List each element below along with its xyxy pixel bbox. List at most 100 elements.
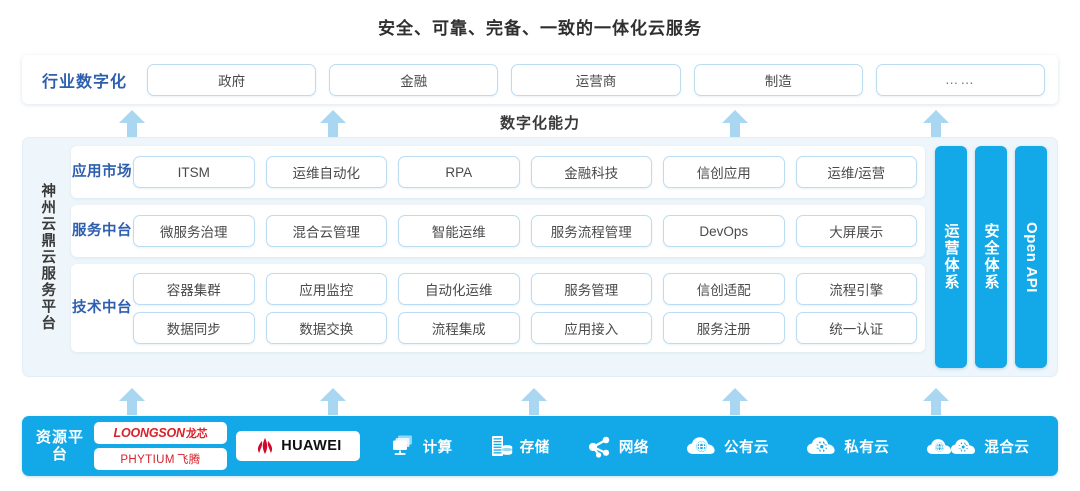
- vendor-huawei[interactable]: HUAWEI: [236, 431, 360, 461]
- resource-item-label: 私有云: [844, 439, 890, 456]
- arrow-shaft: [931, 121, 941, 137]
- capability-app-monitoring[interactable]: 应用监控: [265, 272, 387, 305]
- capability-caption: 数字化能力: [499, 115, 580, 132]
- arrow-head: [521, 388, 547, 401]
- resource-item-network[interactable]: 网络: [587, 434, 649, 458]
- capability-microservice-governance[interactable]: 微服务治理: [133, 215, 255, 247]
- layer-label-app-market: 应用市场: [72, 163, 132, 180]
- resource-item-storage[interactable]: 存储: [490, 434, 550, 458]
- capability-devops[interactable]: DevOps: [663, 215, 785, 247]
- industry-item-telecom[interactable]: 运营商: [511, 63, 681, 96]
- capability-xinchuang-adaptation[interactable]: 信创适配: [663, 272, 785, 305]
- cloud-service-platform-panel: 神州云鼎云服务平台 应用市场 ITSM 运维自动化 RPA 金融科技 信创应用 …: [22, 137, 1058, 377]
- resource-platform-label: 资源平台: [35, 428, 84, 463]
- phytium-latin: PHYTIUM: [120, 454, 175, 466]
- capability-aiops[interactable]: 智能运维: [398, 215, 520, 247]
- capability-automated-ops[interactable]: 自动化运维: [398, 272, 520, 305]
- resource-item-compute[interactable]: 计算: [391, 434, 453, 458]
- capability-ops-operations[interactable]: 运维/运营: [795, 156, 917, 188]
- capability-rpa[interactable]: RPA: [398, 156, 520, 188]
- capability-big-screen-display[interactable]: 大屏展示: [795, 215, 917, 247]
- industry-item-government[interactable]: 政府: [147, 63, 317, 96]
- storage-icon: [491, 436, 512, 456]
- layer-tech-platform: 技术中台 容器集群 应用监控 自动化运维 服务管理 信创适配 流程引擎 数据同步: [71, 264, 925, 352]
- resource-item-label: 网络: [618, 439, 649, 456]
- up-arrow-icon: [923, 388, 949, 415]
- capability-service-registry[interactable]: 服务注册: [663, 311, 785, 344]
- resource-item-label: 混合云: [984, 439, 1030, 456]
- industry-item-finance[interactable]: 金融: [329, 63, 499, 96]
- capability-xinchuang-app[interactable]: 信创应用: [663, 156, 785, 188]
- arrow-shaft: [730, 121, 740, 137]
- arrow-head: [923, 110, 949, 123]
- capability-itsm[interactable]: ITSM: [133, 156, 255, 188]
- huawei-wordmark: HUAWEI: [281, 438, 342, 454]
- up-arrow-icon: [722, 388, 748, 415]
- capability-service-mgmt[interactable]: 服务管理: [530, 272, 652, 305]
- capability-service-process-mgmt[interactable]: 服务流程管理: [530, 215, 652, 247]
- side-bar-open-api-label: Open API: [1022, 221, 1040, 293]
- layer-rows-app-market: ITSM 运维自动化 RPA 金融科技 信创应用 运维/运营: [133, 156, 917, 188]
- capability-unified-auth[interactable]: 统一认证: [795, 311, 917, 344]
- huawei-flower-icon: [258, 437, 273, 455]
- arrow-shaft: [328, 121, 338, 137]
- resource-item-label: 存储: [519, 439, 550, 456]
- side-bar-security-system[interactable]: 安全体系: [975, 146, 1007, 368]
- layer-label-service-platform: 服务中台: [72, 222, 132, 239]
- capability-fintech[interactable]: 金融科技: [530, 156, 652, 188]
- public-cloud-icon: [687, 437, 715, 454]
- capability-container-cluster[interactable]: 容器集群: [133, 272, 255, 305]
- arrow-head: [320, 388, 346, 401]
- capability-process-integration[interactable]: 流程集成: [398, 311, 520, 344]
- layer-label-tech-platform: 技术中台: [72, 299, 132, 316]
- up-arrow-icon: [521, 388, 547, 415]
- industry-item-manufacturing[interactable]: 制造: [693, 63, 863, 96]
- layer-rows-tech-platform: 容器集群 应用监控 自动化运维 服务管理 信创适配 流程引擎 数据同步 数据交换…: [133, 272, 917, 344]
- loongson-cn: 龙芯: [185, 428, 208, 440]
- arrow-shaft: [127, 399, 137, 415]
- capability-data-sync[interactable]: 数据同步: [133, 311, 255, 344]
- industry-item-list: 政府 金融 运营商 制造 ……: [147, 63, 1058, 96]
- platform-vertical-label: 神州云鼎云服务平台: [39, 182, 56, 332]
- arrow-shaft: [127, 121, 137, 137]
- capability-process-engine[interactable]: 流程引擎: [795, 272, 917, 305]
- industry-band: 行业数字化 政府 金融 运营商 制造 ……: [22, 55, 1058, 104]
- arrow-head: [722, 388, 748, 401]
- industry-item-more[interactable]: ……: [875, 63, 1046, 96]
- phytium-cn: 飞腾: [176, 454, 201, 466]
- arrow-head: [119, 388, 145, 401]
- up-arrow-icon: [320, 388, 346, 415]
- arrow-head: [722, 110, 748, 123]
- layer-row: 容器集群 应用监控 自动化运维 服务管理 信创适配 流程引擎: [133, 272, 917, 305]
- resource-item-public-cloud[interactable]: 公有云: [686, 435, 769, 457]
- layer-row: 微服务治理 混合云管理 智能运维 服务流程管理 DevOps 大屏展示: [133, 215, 917, 247]
- layer-stack: 应用市场 ITSM 运维自动化 RPA 金融科技 信创应用 运维/运营: [71, 146, 925, 368]
- resource-item-label: 计算: [422, 439, 453, 456]
- up-arrow-icon: [923, 110, 949, 137]
- network-icon: [588, 436, 610, 458]
- resource-item-private-cloud[interactable]: 私有云: [806, 435, 889, 457]
- layer-row: 数据同步 数据交换 流程集成 应用接入 服务注册 统一认证: [133, 311, 917, 344]
- resource-item-label: 公有云: [724, 439, 770, 456]
- side-bar-operations-system[interactable]: 运营体系: [935, 146, 967, 368]
- hybrid-cloud-icon: [927, 439, 976, 454]
- industry-band-label: 行业数字化: [41, 73, 127, 91]
- capability-hybrid-cloud-mgmt[interactable]: 混合云管理: [265, 215, 387, 247]
- layer-rows-service-platform: 微服务治理 混合云管理 智能运维 服务流程管理 DevOps 大屏展示: [133, 215, 917, 247]
- vendor-loongson[interactable]: LOONGSON龙芯: [94, 422, 227, 444]
- loongson-logo: LOONGSON龙芯: [114, 425, 208, 441]
- capability-ops-automation[interactable]: 运维自动化: [265, 156, 387, 188]
- side-bar-open-api[interactable]: Open API: [1015, 146, 1047, 368]
- arrow-head: [119, 110, 145, 123]
- capability-app-access[interactable]: 应用接入: [530, 311, 652, 344]
- capability-data-exchange[interactable]: 数据交换: [265, 311, 387, 344]
- up-arrow-icon: [119, 110, 145, 137]
- page-title: 安全、可靠、完备、一致的一体化云服务: [378, 19, 702, 38]
- layer-service-platform: 服务中台 微服务治理 混合云管理 智能运维 服务流程管理 DevOps 大屏展示: [71, 205, 925, 257]
- resource-item-hybrid-cloud[interactable]: 混合云: [926, 435, 1029, 457]
